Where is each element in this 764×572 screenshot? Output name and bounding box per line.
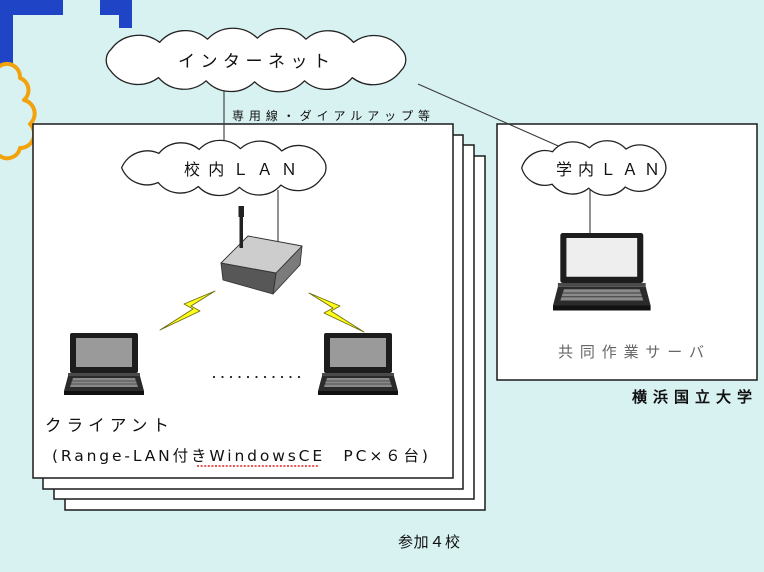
laptop-front-edge <box>64 391 144 395</box>
wireless-router-icon <box>220 206 303 295</box>
laptop-hinge <box>322 373 394 376</box>
laptop-hinge <box>557 283 646 287</box>
header-bar-left <box>13 0 63 15</box>
school-lan-label: 校内ＬＡＮ <box>184 160 297 179</box>
internet-cloud <box>105 27 407 93</box>
orange-cloud-fragment <box>0 61 37 161</box>
laptop-front-edge <box>553 305 651 311</box>
laptop-keyboard <box>324 378 392 387</box>
header-bar-right-stem <box>119 0 132 28</box>
server-label: 共同作業サーバ <box>558 343 704 361</box>
laptop-keyboard <box>560 289 644 301</box>
lightning-icon-right <box>308 292 365 333</box>
school-group-label: 参加４校 <box>398 533 460 551</box>
laptop-front-edge <box>318 391 398 395</box>
university-lan-cloud <box>521 140 667 196</box>
university-lan-label: 学内ＬＡＮ <box>556 160 660 179</box>
client-detail: (Range-LAN付きWindowsCE PC×６台) <box>52 447 428 465</box>
laptop-screen <box>566 238 638 277</box>
server-laptop-icon <box>553 233 651 311</box>
internet-label: インターネット <box>178 52 330 72</box>
laptop-screen <box>330 338 386 367</box>
client-laptop-icon-1 <box>64 333 144 395</box>
router-antenna-tip <box>238 206 244 217</box>
laptop-keyboard <box>70 378 138 387</box>
header-bar-vertical <box>0 0 13 64</box>
router-antenna <box>239 206 243 248</box>
laptop-screen <box>76 338 132 367</box>
laptop-hinge <box>68 373 140 376</box>
client-laptop-icon-2 <box>318 333 398 395</box>
school-lan-cloud <box>120 139 327 197</box>
lightning-icon-left <box>159 290 216 331</box>
header-fragment <box>0 0 132 64</box>
